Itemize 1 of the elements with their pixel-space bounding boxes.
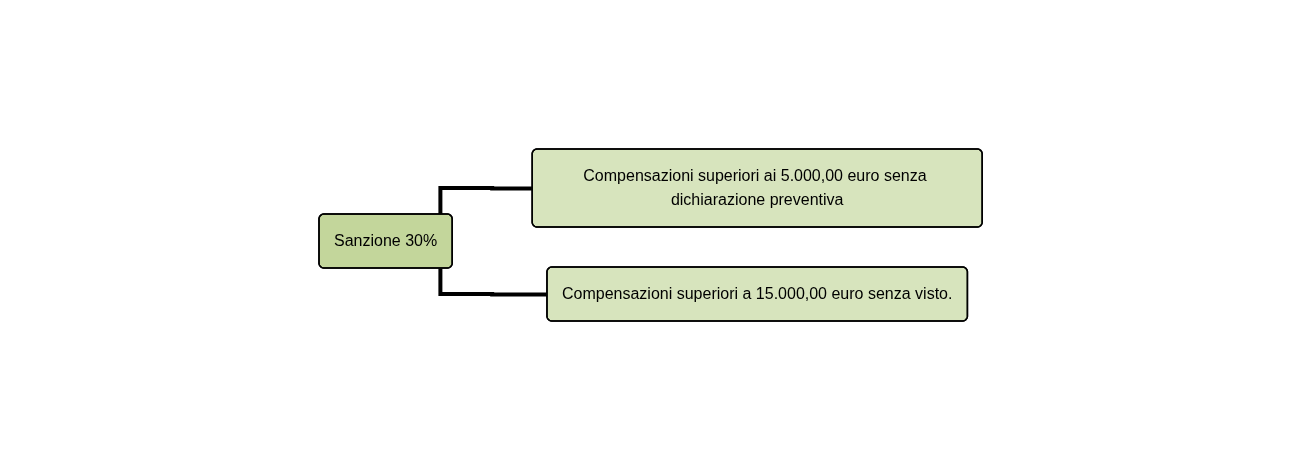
connector [438,186,533,215]
